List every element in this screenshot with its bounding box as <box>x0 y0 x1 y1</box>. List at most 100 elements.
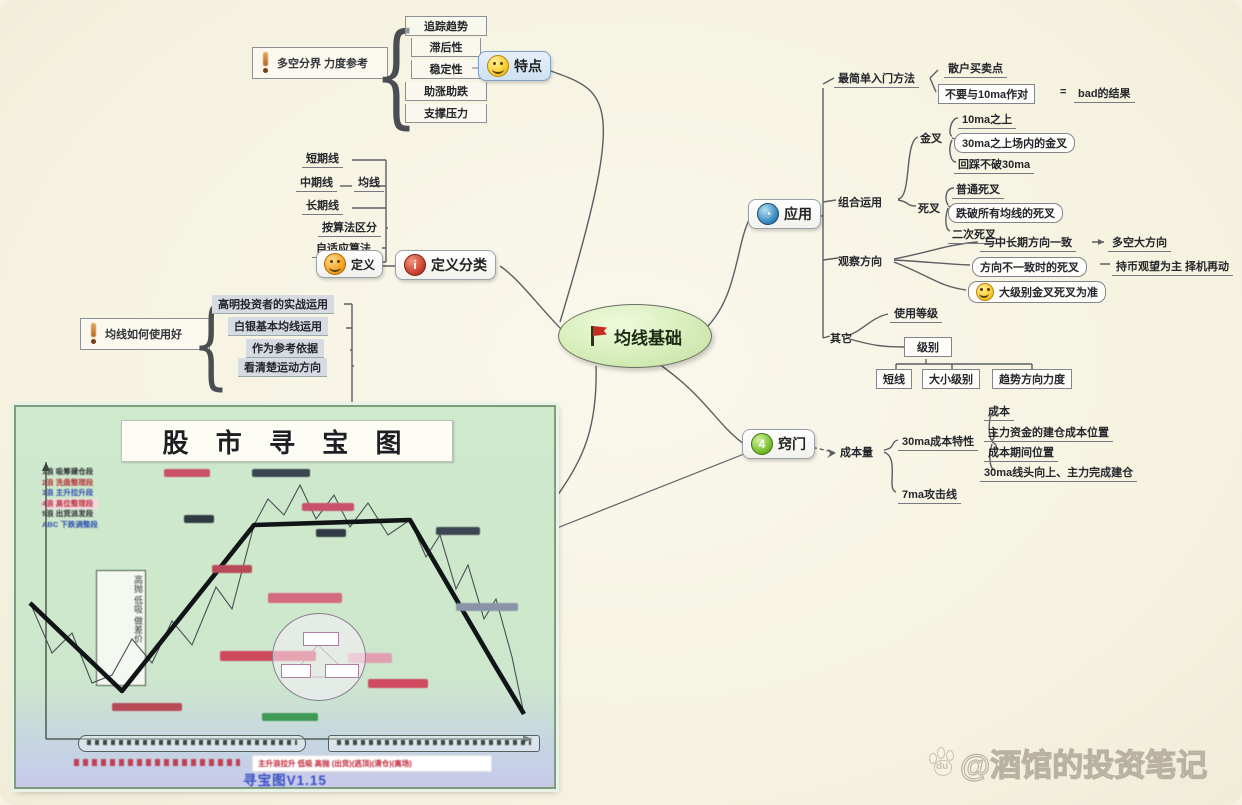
node-features: 特点 <box>478 51 551 81</box>
node-definition: 定义 <box>316 250 384 278</box>
map-annotation-bar <box>164 469 210 477</box>
tips-item: 主力资金的建仓成本位置 <box>984 424 1113 442</box>
features-callout: 多空分界 力度参考 <box>252 47 388 79</box>
tips-main-label: 30ma成本特性 <box>898 433 979 451</box>
usage-callout-text: 均线如何使用好 <box>105 329 182 341</box>
map-annotation-bar <box>268 593 342 603</box>
golden-cross-label: 金叉 <box>920 133 942 145</box>
cool-emoji-icon <box>976 283 994 301</box>
smiley-icon <box>487 55 509 77</box>
node-tips-label: 窍门 <box>778 436 806 452</box>
left-brace: { <box>374 10 419 140</box>
legend-entry: ABC 下跌调整段 <box>42 519 98 529</box>
map-annotation-bar <box>302 503 354 511</box>
legend-entry: 2浪 洗盘整理段 <box>42 477 94 487</box>
merge-item: 均线 <box>354 174 384 192</box>
node-definition-class-label: 定义分类 <box>431 257 487 273</box>
usage-item: 高明投资者的实战运用 <box>212 295 334 314</box>
green-ball-icon: 4 <box>751 433 773 455</box>
central-topic: 均线基础 <box>558 304 712 368</box>
tips-second-label: 7ma攻击线 <box>898 486 962 504</box>
golden-item: 10ma之上 <box>958 111 1017 129</box>
death-item: 二次死叉 <box>948 226 1000 244</box>
red-info-icon: i <box>404 254 426 276</box>
direction-row: 方向不一致时的死叉 <box>972 257 1087 277</box>
combo-label: 组合运用 <box>838 197 882 209</box>
other-item: 使用等级 <box>890 305 942 323</box>
map-annotation-bar <box>456 603 518 611</box>
death-item: 跌破所有均线的死叉 <box>948 203 1063 223</box>
treasure-map-image: 股 市 寻 宝 图 1浪 吸筹建仓段 2浪 洗盘整理段 3浪 主升拉升段 4浪 … <box>14 405 556 789</box>
legend-entry: 4浪 高位整理段 <box>42 498 98 509</box>
entry-rule: 不要与10ma作对 <box>938 84 1036 104</box>
watermark-handle: @酒馆的投资笔记 <box>959 747 1208 783</box>
features-callout-text: 多空分界 力度参考 <box>277 58 369 70</box>
node-application: ◔ 应用 <box>748 199 821 229</box>
mini-box <box>325 664 359 678</box>
map-annotation-bar <box>212 565 252 573</box>
level-child: 短线 <box>876 369 912 389</box>
map-note-strip <box>328 735 540 752</box>
node-tips: 4 窍门 <box>742 429 815 459</box>
watermark: du @酒馆的投资笔记 <box>928 740 1208 785</box>
entry-rule-result: bad的结果 <box>1074 85 1135 103</box>
central-topic-label: 均线基础 <box>614 328 682 348</box>
direction-row-result: 持币观望为主 择机再动 <box>1112 258 1234 276</box>
direction-label: 观察方向 <box>838 256 882 268</box>
period-item: 中期线 <box>296 174 337 192</box>
mini-box <box>303 632 339 646</box>
flag-icon <box>588 325 608 347</box>
map-annotation-bar <box>262 713 318 721</box>
direction-row3-text: 大级别金叉死叉为准 <box>999 287 1098 299</box>
period-item: 长期线 <box>302 197 343 215</box>
map-annotation-bar <box>112 703 182 711</box>
map-annotation-bar <box>368 679 428 688</box>
usage-item: 看清楚运动方向 <box>238 358 327 377</box>
map-annotation-bar <box>436 527 480 535</box>
baidu-du-text: du <box>936 760 949 772</box>
legend-entry: 3浪 主升拉升段 <box>42 488 94 497</box>
map-annotation-bar <box>316 529 346 537</box>
entry-item: 散户买卖点 <box>944 60 1007 78</box>
clock-globe-icon: ◔ <box>757 203 779 225</box>
golden-item: 回踩不破30ma <box>954 156 1035 174</box>
map-note-strip <box>78 735 306 752</box>
map-ellipse-diagram <box>272 613 366 701</box>
direction-row-result: 多空大方向 <box>1108 234 1171 252</box>
level-box: 级别 <box>904 337 952 357</box>
map-title: 股 市 寻 宝 图 <box>121 420 453 462</box>
usage-item: 白银基本均线运用 <box>228 317 328 336</box>
legend-entry: 1浪 吸筹建仓段 <box>42 467 94 476</box>
map-annotation-bar <box>252 469 310 477</box>
map-side-note: 高抛 低吸 做差价 <box>96 570 146 686</box>
feature-item: 支撑压力 <box>405 104 487 123</box>
node-definition-label: 定义 <box>351 257 376 272</box>
exclamation-icon <box>89 323 98 345</box>
level-child: 趋势方向力度 <box>992 369 1072 389</box>
death-cross-label: 死叉 <box>918 203 940 215</box>
direction-row: 与中长期方向一致 <box>980 234 1076 252</box>
node-features-label: 特点 <box>514 58 542 74</box>
map-chart-lines <box>28 462 532 743</box>
golden-item: 30ma之上场内的金叉 <box>954 133 1076 153</box>
usage-item: 作为参考依据 <box>246 339 324 358</box>
map-annotation-bar <box>184 515 214 523</box>
laughing-emoji-icon <box>324 253 346 275</box>
legend-entry: 5浪 出货派发段 <box>42 509 94 518</box>
direction-row-emphasis: 大级别金叉死叉为准 <box>968 281 1106 303</box>
exclamation-icon <box>261 52 270 74</box>
period-item: 短期线 <box>302 150 343 168</box>
mini-box <box>281 664 311 678</box>
equals-sign: = <box>1060 86 1067 98</box>
feature-item: 稳定性 <box>411 60 481 79</box>
node-application-label: 应用 <box>784 206 812 222</box>
tips-item: 30ma线头向上、主力完成建仓 <box>980 464 1138 482</box>
baidu-paw-icon: du <box>928 746 958 780</box>
node-definition-class: i 定义分类 <box>395 250 496 280</box>
death-item: 普通死叉 <box>952 181 1004 199</box>
other-label: 其它 <box>830 333 852 345</box>
map-legend: 1浪 吸筹建仓段 2浪 洗盘整理段 3浪 主升拉升段 4浪 高位整理段 5浪 出… <box>42 467 98 530</box>
map-annotation-bar <box>220 651 316 661</box>
tips-item: 成本期间位置 <box>984 444 1058 462</box>
feature-item: 助涨助跌 <box>405 82 487 101</box>
